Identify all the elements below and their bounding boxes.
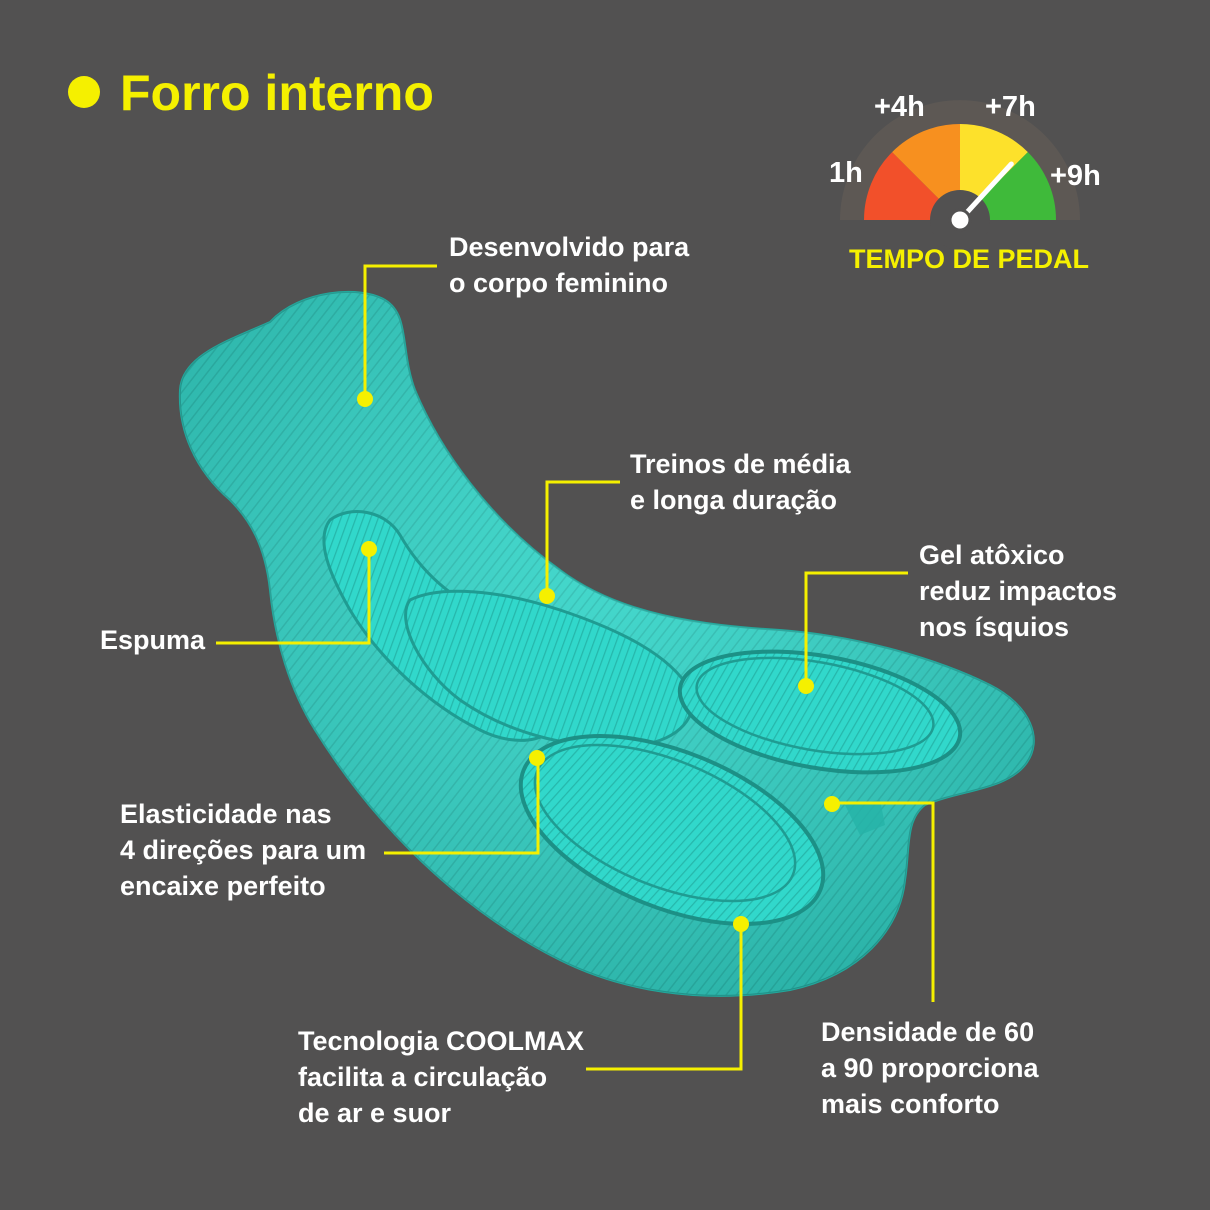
dot-duration <box>539 588 555 604</box>
callout-coolmax-line-3: de ar e suor <box>298 1098 452 1128</box>
leader-foam <box>216 549 371 645</box>
callout-gel-line-2: reduz impactos <box>919 576 1118 606</box>
callout-density: Densidade de 60 a 90 proporciona mais co… <box>821 1014 1039 1122</box>
callout-elastic-line-3: encaixe perfeito <box>120 871 326 901</box>
callout-elastic-line-2: 4 direções para um <box>120 835 367 865</box>
callout-foam-line-1: Espuma <box>100 625 206 655</box>
dot-gel <box>798 678 814 694</box>
callout-gel-line-1: Gel atôxico <box>919 540 1065 570</box>
gauge-tick-7h: +7h <box>985 91 1036 123</box>
gauge-tick-4h: +4h <box>874 91 925 123</box>
chamois-pad <box>178 290 1035 997</box>
callout-feminine-line-1: Desenvolvido para <box>449 232 690 262</box>
page-title: Forro interno <box>120 65 434 121</box>
callout-coolmax-line-2: facilita a circulação <box>298 1062 548 1092</box>
dot-coolmax <box>733 916 749 932</box>
gauge-needle <box>957 161 1014 223</box>
callout-feminine-line-2: o corpo feminino <box>449 268 668 298</box>
callout-duration-line-2: e longa duração <box>630 485 838 515</box>
leader-duration <box>545 480 620 596</box>
pad-logo-icon <box>845 800 885 835</box>
dot-elastic <box>529 750 545 766</box>
title-bullet-icon <box>68 76 100 108</box>
callout-coolmax: Tecnologia COOLMAX facilita a circulação… <box>298 1023 584 1131</box>
leader-dots <box>357 391 840 932</box>
callout-density-line-3: mais conforto <box>821 1089 1000 1119</box>
callout-gel-line-3: nos ísquios <box>919 612 1070 642</box>
callout-density-line-1: Densidade de 60 <box>821 1017 1035 1047</box>
callout-duration: Treinos de média e longa duração <box>630 446 851 518</box>
dot-foam <box>361 541 377 557</box>
leader-density <box>832 801 935 1002</box>
callout-coolmax-line-1: Tecnologia COOLMAX <box>298 1026 585 1056</box>
callout-elastic-line-1: Elasticidade nas <box>120 799 332 829</box>
leader-lines <box>216 264 935 1071</box>
leader-feminine <box>363 264 437 398</box>
callout-foam: Espuma <box>100 622 205 658</box>
gauge-tick-9h: +9h <box>1050 160 1101 192</box>
dot-feminine <box>357 391 373 407</box>
leader-elastic <box>384 758 540 855</box>
gauge-needle-pivot <box>948 208 972 232</box>
callout-gel: Gel atôxico reduz impactos nos ísquios <box>919 537 1117 645</box>
callout-duration-line-1: Treinos de média <box>630 449 851 479</box>
gauge-caption: TEMPO DE PEDAL <box>849 244 1090 274</box>
gauge-tick-1h: 1h <box>829 157 863 189</box>
callout-elastic: Elasticidade nas 4 direções para um enca… <box>120 796 366 904</box>
ride-time-gauge <box>840 100 1080 250</box>
leader-gel <box>804 571 908 686</box>
leader-coolmax <box>586 924 743 1071</box>
callout-density-line-2: a 90 proporciona <box>821 1053 1039 1083</box>
dot-density <box>824 796 840 812</box>
callout-feminine: Desenvolvido para o corpo feminino <box>449 229 689 301</box>
